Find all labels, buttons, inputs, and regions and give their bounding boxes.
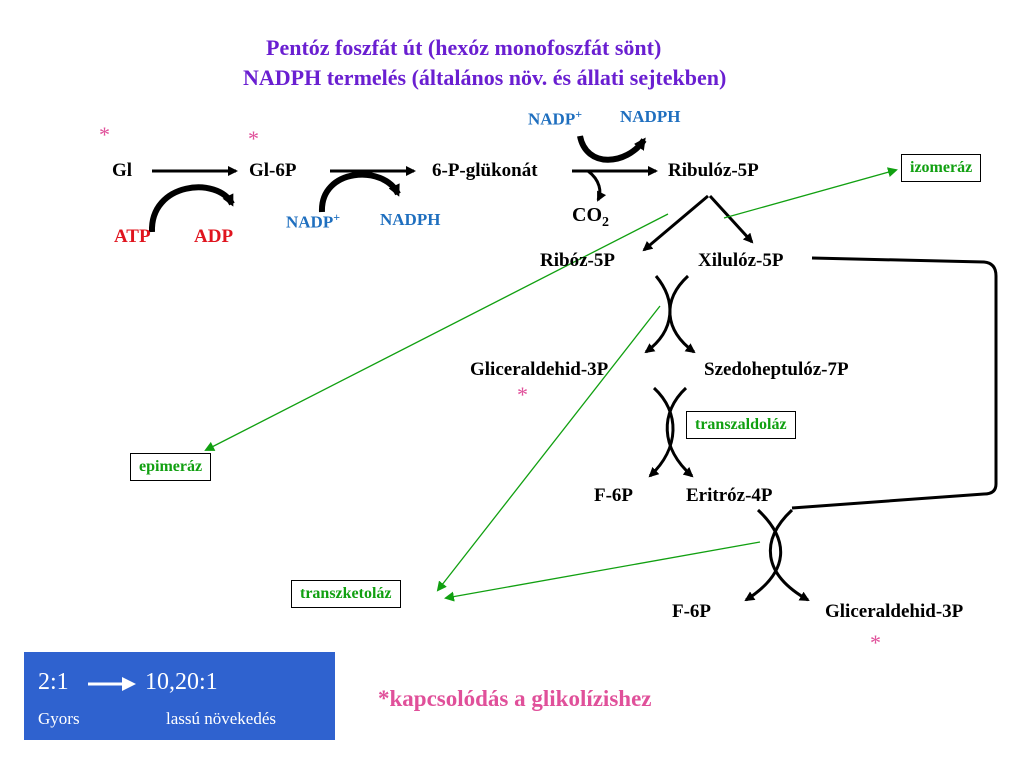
metabolite-riboz-5p: Ribóz-5P <box>540 250 615 271</box>
xiluloz-connector-line <box>791 256 998 510</box>
cross-arrow-3a <box>744 508 782 602</box>
cross-arrow-1a <box>644 275 672 354</box>
metabolite-eritroz-4p: Eritróz-4P <box>686 485 773 506</box>
metabolite-gl6p: Gl-6P <box>249 160 297 181</box>
glycolysis-star-3: * <box>517 382 528 407</box>
enzyme-transzaldolaz: transzaldoláz <box>686 411 796 439</box>
metabolite-f6p-2: F-6P <box>672 601 712 622</box>
footnote-glycolysis-link: *kapcsolódás a glikolízishez <box>378 686 652 711</box>
cofactor-adp: ADP <box>194 226 234 247</box>
enzyme-transzketolaz: transzketoláz <box>291 580 401 608</box>
metabolite-gliceraldehid-3p-2: Gliceraldehid-3P <box>825 601 964 622</box>
metabolite-gl: Gl <box>112 160 133 181</box>
cofactor-atp: ATP <box>114 226 151 247</box>
metabolite-szedoheptuloz-7p: Szedoheptulóz-7P <box>704 359 849 380</box>
ratio-from: 2:1 <box>38 669 69 695</box>
cross-arrow-3b <box>768 508 810 602</box>
metabolite-gliceraldehid-3p-1: Gliceraldehid-3P <box>470 359 609 380</box>
cross-arrow-1b <box>668 274 696 354</box>
metabolite-6p-glukonat: 6-P-glükonát <box>432 160 538 181</box>
cofactor-nadph-1: NADPH <box>380 210 441 229</box>
metabolite-f6p-1: F-6P <box>594 485 634 506</box>
ratio-to: 10,20:1 <box>145 669 218 695</box>
glycolysis-star-2: * <box>248 126 259 151</box>
cross-arrow-2a <box>648 386 675 478</box>
cofactor-nadph-2: NADPH <box>620 107 681 126</box>
metabolite-xiluloz-5p: Xilulóz-5P <box>698 250 784 271</box>
metabolite-ribuloz-5p: Ribulóz-5P <box>668 160 759 181</box>
curved-arrow-nadp-nadph-1 <box>318 171 401 213</box>
pointer-transzketolaz-1 <box>436 305 661 592</box>
title-line-1: Pentóz foszfát út (hexóz monofoszfát sön… <box>266 35 662 60</box>
enzyme-epimeraz: epimeráz <box>130 453 212 481</box>
glycolysis-star-1: * <box>99 122 110 147</box>
pointer-izomeraz <box>723 167 898 219</box>
glycolysis-star-4: * <box>870 630 881 655</box>
curved-arrow-atp-adp <box>148 184 235 233</box>
enzyme-izomeraz: izomeráz <box>901 154 982 182</box>
title-line-2: NADPH termelés (általános növ. és állati… <box>243 65 727 90</box>
pointer-transzketolaz-2 <box>444 541 761 602</box>
pointer-epimeraz <box>204 213 669 451</box>
arrow-ribuloz-to-xiluloz <box>708 194 754 244</box>
cofactor-nadp-1: NADP+ <box>286 210 341 232</box>
arrow-co2 <box>587 169 607 202</box>
ratio-legend-box: 2:1 10,20:1 Gyors lassú növekedés <box>24 652 335 740</box>
label-lassu-novekedes: lassú növekedés <box>166 709 277 728</box>
cross-arrow-2b <box>665 386 694 478</box>
cofactor-co2: CO2 <box>572 204 609 230</box>
curved-arrow-nadp-nadph-2 <box>577 135 647 163</box>
arrow-ribuloz-to-riboz <box>642 194 709 252</box>
cofactor-nadp-2: NADP+ <box>528 107 583 129</box>
label-gyors: Gyors <box>38 709 80 728</box>
ratio-arrow-icon <box>88 677 136 691</box>
